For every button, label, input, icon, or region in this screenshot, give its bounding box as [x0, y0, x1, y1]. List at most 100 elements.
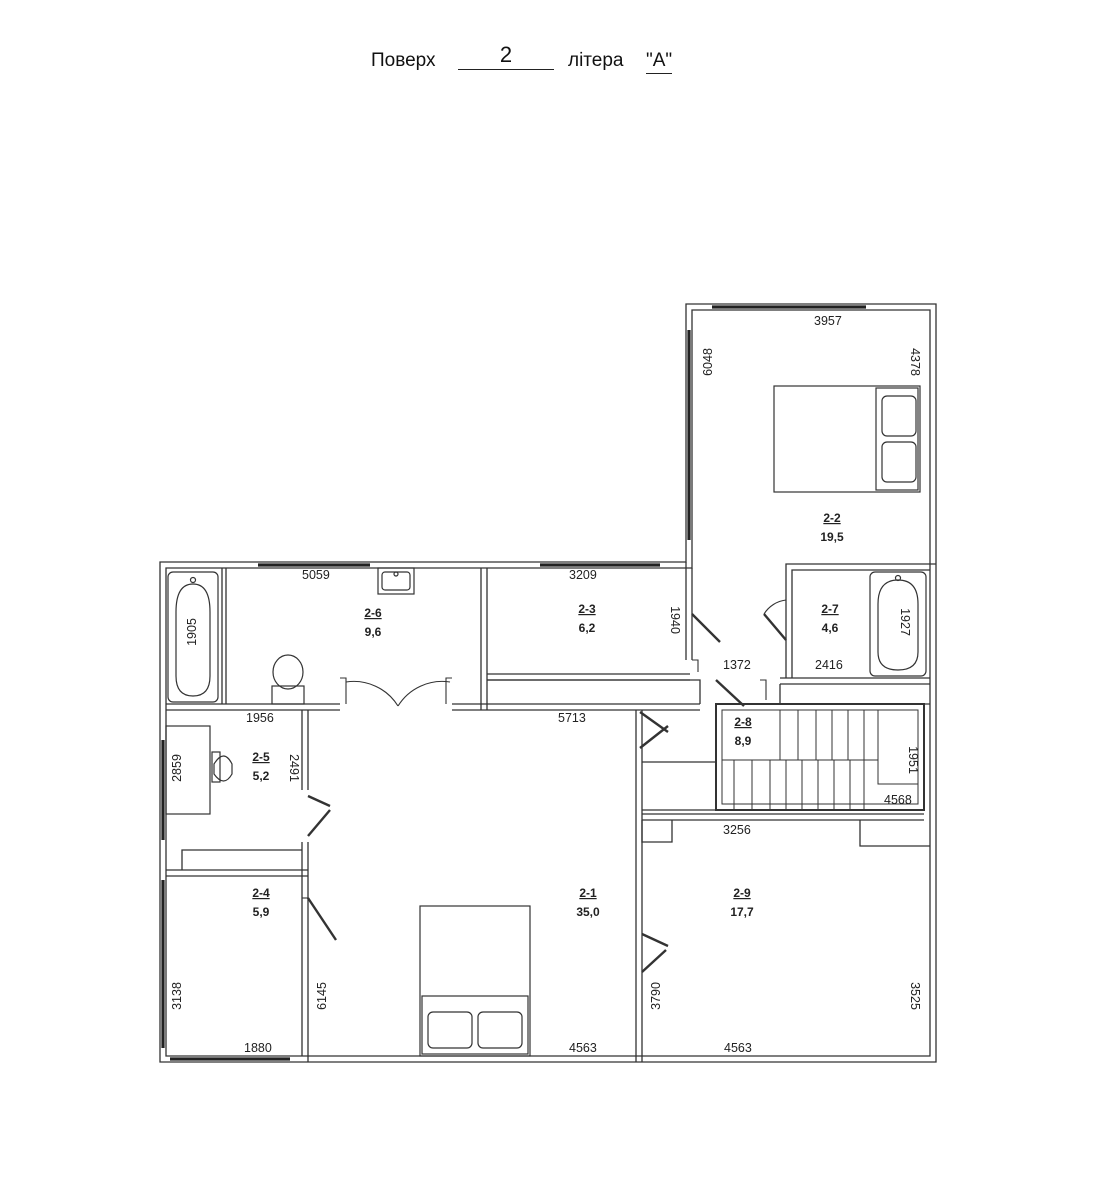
room-label-2-4: 2-4 5,9: [252, 886, 270, 919]
dimension-label: 1905: [185, 618, 199, 646]
dimension-label: 4378: [908, 348, 922, 376]
sink-icon: [377, 567, 415, 595]
furniture: [165, 385, 927, 1057]
room-id: 2-5: [252, 750, 270, 764]
doors: [302, 599, 787, 973]
room-id: 2-4: [252, 886, 270, 900]
closet-23: [487, 679, 701, 704]
wall-25-right: [301, 710, 309, 790]
room-area: 8,9: [735, 734, 752, 748]
dimension-label: 1951: [906, 746, 920, 774]
dimension-label: 4568: [884, 793, 912, 807]
room-id: 2-6: [364, 606, 382, 620]
door-swing: [345, 680, 399, 707]
toilet-icon: [271, 654, 305, 705]
dimension-label: 6048: [701, 348, 715, 376]
closet-29-a: [641, 820, 673, 843]
dimension-label: 1927: [898, 608, 912, 636]
room-id: 2-9: [733, 886, 751, 900]
room-label-2-8: 2-8 8,9: [734, 715, 752, 748]
room-labels: 2-1 35,0 2-2 19,5 2-3 6,2 2-4 5,9 2-5 5,…: [252, 511, 844, 919]
room-label-2-2: 2-2 19,5: [820, 511, 844, 544]
desk-icon: [165, 725, 233, 815]
dimension-label: 3525: [908, 982, 922, 1010]
dimension-label: 2859: [170, 754, 184, 782]
closet-29-b: [859, 820, 930, 847]
room-area: 17,7: [730, 905, 754, 919]
wall-25-24-a: [166, 869, 308, 877]
dimension-label: 3256: [723, 823, 751, 837]
room-area: 9,6: [365, 625, 382, 639]
wall-24-right: [301, 842, 309, 1056]
room-id: 2-7: [821, 602, 839, 616]
letter-label: літера: [568, 50, 624, 71]
dimension-label: 3138: [170, 982, 184, 1010]
room-id: 2-8: [734, 715, 752, 729]
door-swing: [397, 680, 451, 707]
room-label-2-5: 2-5 5,2: [252, 750, 270, 783]
stair-box: [642, 761, 717, 811]
dimension-label: 3209: [569, 568, 597, 582]
wall-23-bottom: [487, 673, 690, 681]
door-leaf: [763, 613, 787, 641]
dimension-label: 1940: [668, 606, 682, 634]
room-area: 35,0: [576, 905, 600, 919]
walls: [159, 303, 937, 1063]
door-leaf: [641, 932, 669, 948]
dimension-label: 2416: [815, 658, 843, 672]
wall-27-bottom: [780, 677, 930, 685]
letter-value: "А": [646, 50, 673, 74]
stairs: [715, 703, 925, 811]
bed-icon: [773, 385, 921, 493]
wall-27: [785, 563, 936, 678]
room-label-2-9: 2-9 17,7: [730, 886, 754, 919]
dimension-label: 5059: [302, 568, 330, 582]
dimension-label: 1956: [246, 711, 274, 725]
room-id: 2-1: [579, 886, 597, 900]
room-area: 4,6: [822, 621, 839, 635]
door-leaf: [307, 897, 337, 941]
dimension-label: 4563: [569, 1041, 597, 1055]
room-label-2-7: 2-7 4,6: [821, 602, 839, 635]
dimension-label: 4563: [724, 1041, 752, 1055]
room-label-2-6: 2-6 9,6: [364, 606, 382, 639]
room-label-2-1: 2-1 35,0: [576, 886, 600, 919]
door-leaf: [715, 679, 745, 707]
room-area: 6,2: [579, 621, 596, 635]
wall-28-left: [635, 710, 643, 1056]
dimension-label: 5713: [558, 711, 586, 725]
wall-bath-left: [221, 568, 227, 704]
door-leaf: [307, 794, 331, 808]
room-area: 19,5: [820, 530, 844, 544]
door-leaf: [639, 725, 669, 749]
dimension-label: 6145: [315, 982, 329, 1010]
room-id: 2-3: [578, 602, 596, 616]
door-swing: [763, 599, 787, 615]
bathtub-icon: [167, 571, 219, 703]
dimension-labels: 3957 6048 4378 5059 3209 1905 1940 1927 …: [170, 314, 922, 1055]
wall-22-left: [685, 562, 693, 660]
stair-frame: [715, 703, 925, 811]
bathtub-icon: [869, 571, 927, 677]
dimension-label: 2491: [287, 754, 301, 782]
stair-treads: [733, 710, 879, 810]
wall-29-top: [642, 813, 924, 821]
floor-value: 2: [458, 42, 554, 70]
floor-label: Поверх: [371, 50, 436, 71]
outer-wall-inner: [165, 309, 931, 1057]
room-id: 2-2: [823, 511, 841, 525]
room-label-2-3: 2-3 6,2: [578, 602, 596, 635]
wall-26-bottom: [166, 703, 340, 711]
wall-21-29-bottom: [635, 1056, 643, 1062]
door-leaf: [641, 949, 667, 973]
wall-26-23: [480, 568, 488, 710]
wall-26-bottom-r: [452, 703, 700, 711]
room-area: 5,9: [253, 905, 270, 919]
dimension-label: 3790: [649, 982, 663, 1010]
door-leaf: [307, 809, 331, 837]
door-leaf: [691, 613, 721, 643]
drawing-header: Поверх 2 літера "А": [0, 42, 1098, 82]
closet-27: [779, 684, 930, 705]
windows: [161, 305, 866, 1061]
